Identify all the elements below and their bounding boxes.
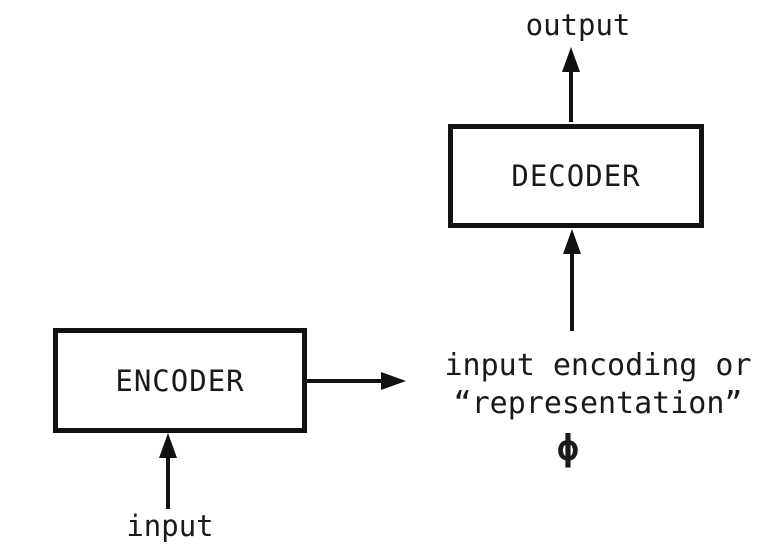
encoding-text: input encoding or “representation” bbox=[444, 347, 751, 423]
encoder-to-encoding-arrow bbox=[306, 372, 406, 390]
decoder-to-output-arrow bbox=[562, 47, 580, 122]
encoder-box: ENCODER bbox=[53, 328, 307, 433]
output-label: output bbox=[525, 8, 631, 42]
encoding-line2: “representation” bbox=[453, 386, 743, 421]
decoder-label: DECODER bbox=[511, 159, 641, 193]
encoder-label: ENCODER bbox=[115, 363, 245, 398]
encoding-line1: input encoding or bbox=[444, 348, 752, 383]
encoding-to-decoder-arrow bbox=[563, 229, 581, 331]
input-label: input bbox=[126, 509, 214, 543]
input-to-encoder-arrow bbox=[159, 433, 177, 509]
phi-symbol: ϕ bbox=[557, 428, 579, 469]
decoder-box: DECODER bbox=[448, 124, 704, 228]
